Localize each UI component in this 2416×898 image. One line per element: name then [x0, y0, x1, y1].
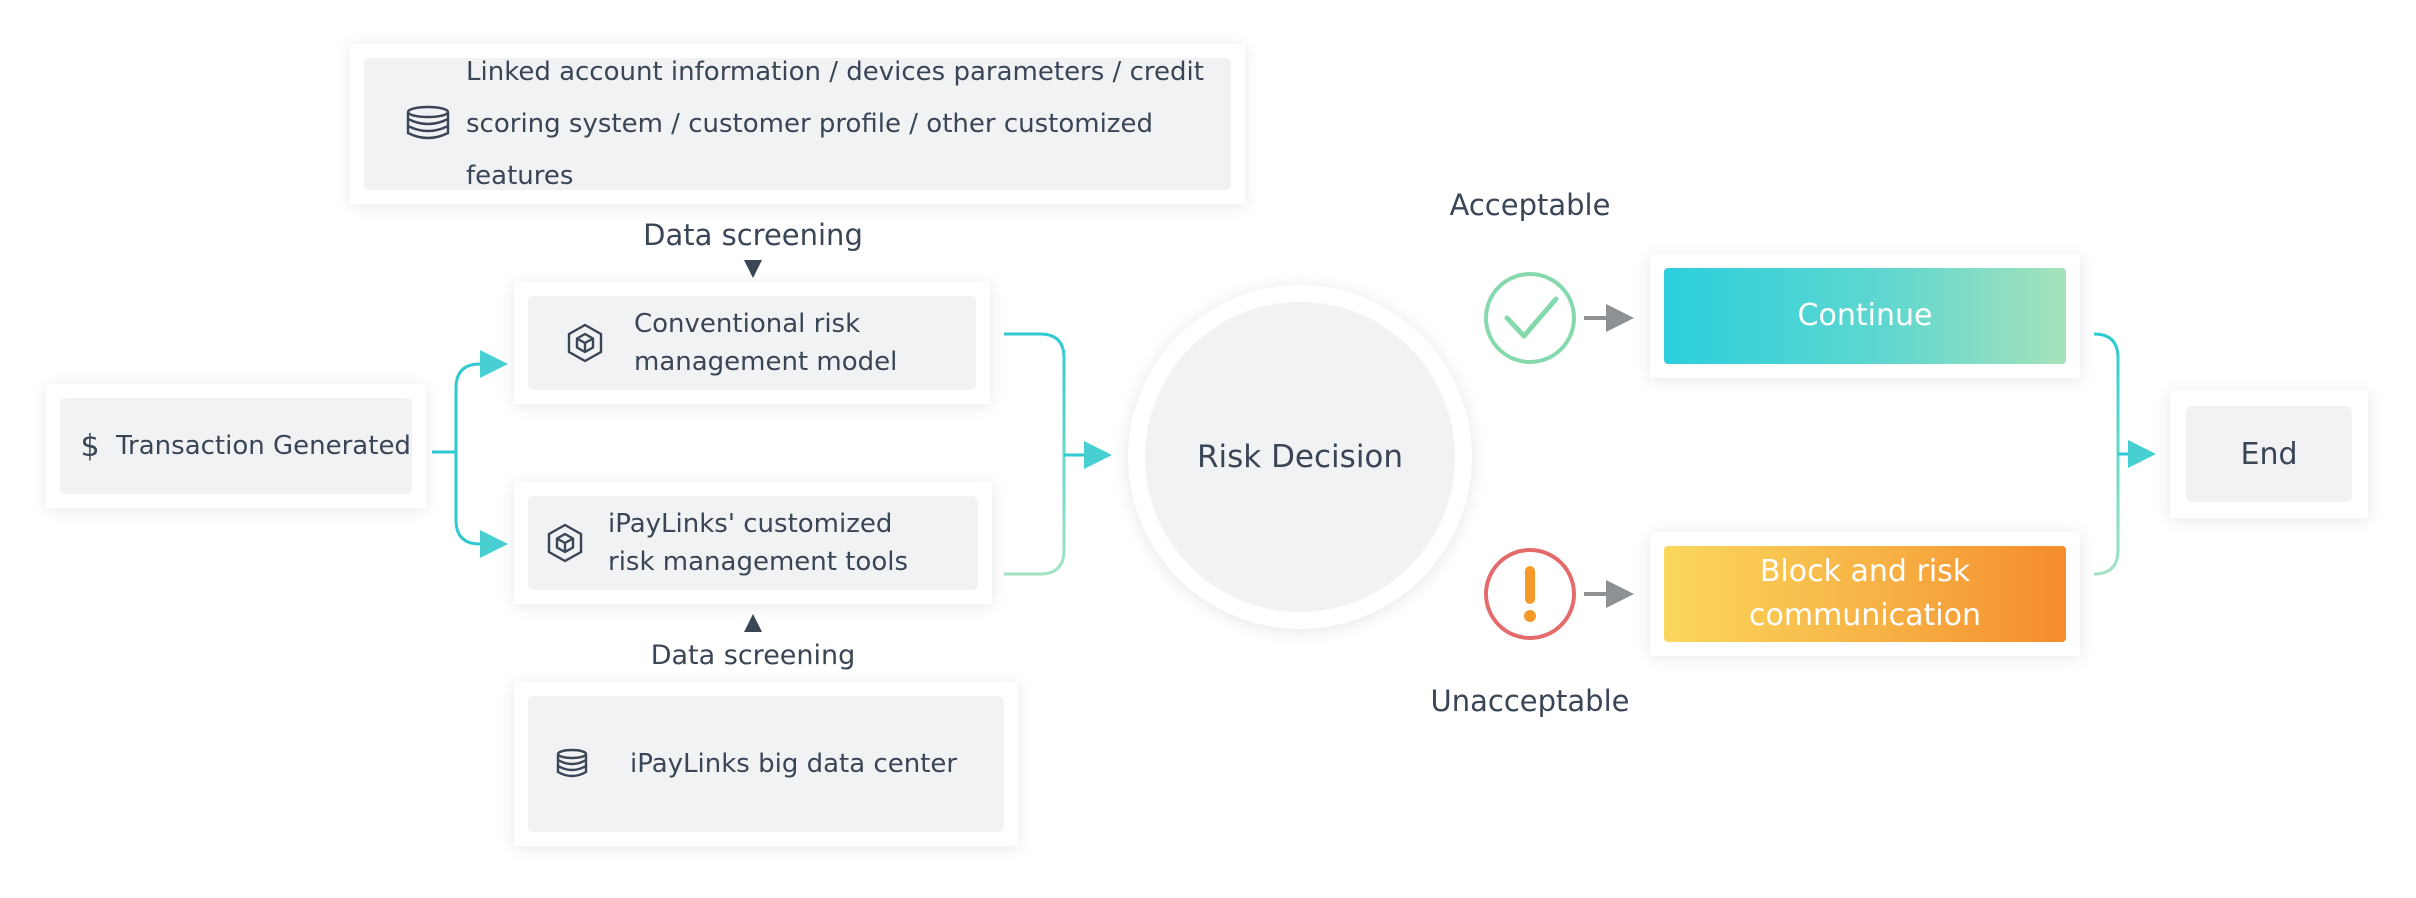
end-label: End	[2240, 436, 2298, 472]
arrow-to-conventional	[480, 350, 508, 378]
data-sources-node: Linked account information / devices par…	[350, 44, 1245, 204]
arrow-to-continue	[1606, 304, 1634, 332]
risk-decision-label: Risk Decision	[1145, 302, 1455, 612]
continue-node: Continue	[1650, 254, 2080, 378]
risk-decision-node: Risk Decision	[1128, 285, 1472, 629]
conventional-risk-model-node: Conventional risk management model	[514, 282, 990, 404]
cube-icon	[544, 523, 586, 563]
transaction-generated-label: Transaction Generated	[116, 431, 411, 461]
data-sources-panel: Linked account information / devices par…	[364, 57, 1231, 191]
ipaylinks-tools-text: iPayLinks' customized risk management to…	[608, 509, 908, 577]
database-icon	[400, 105, 456, 143]
connector-split-bracket	[454, 362, 481, 546]
acceptable-label: Acceptable	[1449, 188, 1611, 222]
transaction-generated-panel: $ Transaction Generated	[60, 398, 412, 494]
data-screening-label-bottom: Data screening	[650, 640, 856, 671]
exclamation-circle-icon	[1484, 548, 1576, 640]
unacceptable-label: Unacceptable	[1430, 684, 1630, 718]
marker-data-screening-bottom	[744, 614, 762, 632]
conventional-risk-model-text: Conventional risk management model	[634, 309, 898, 377]
block-risk-node: Block and risk communication	[1650, 532, 2080, 656]
conventional-risk-model-panel: Conventional risk management model	[528, 296, 976, 390]
data-screening-label-top: Data screening	[643, 218, 863, 252]
data-sources-text: Linked account information / devices par…	[466, 57, 1204, 191]
ipaylinks-tools-panel: iPayLinks' customized risk management to…	[528, 496, 978, 590]
big-data-center-text: iPayLinks big data center	[630, 749, 958, 779]
cube-icon	[564, 323, 606, 363]
marker-data-screening-top	[744, 260, 762, 278]
arrow-to-end	[2128, 440, 2156, 468]
end-panel: End	[2186, 406, 2352, 502]
transaction-generated-node: $ Transaction Generated	[46, 384, 426, 508]
arrow-to-block	[1606, 580, 1634, 608]
connector-end-bracket	[2093, 332, 2120, 576]
dollar-icon: $	[80, 428, 100, 464]
block-risk-panel: Block and risk communication	[1664, 546, 2066, 642]
big-data-center-node: iPayLinks big data center	[514, 682, 1018, 846]
arrow-to-ipaylinks-tools	[480, 530, 508, 558]
ipaylinks-tools-node: iPayLinks' customized risk management to…	[514, 482, 992, 604]
block-risk-label: Block and risk communication	[1748, 554, 1981, 633]
check-circle-icon	[1484, 272, 1576, 364]
big-data-center-panel: iPayLinks big data center	[528, 696, 1004, 832]
end-node: End	[2170, 390, 2368, 518]
arrow-to-risk-decision	[1084, 441, 1112, 469]
connector-merge-bracket	[1004, 332, 1066, 576]
database-icon	[554, 748, 590, 780]
continue-panel: Continue	[1664, 268, 2066, 364]
continue-label: Continue	[1797, 298, 1933, 333]
